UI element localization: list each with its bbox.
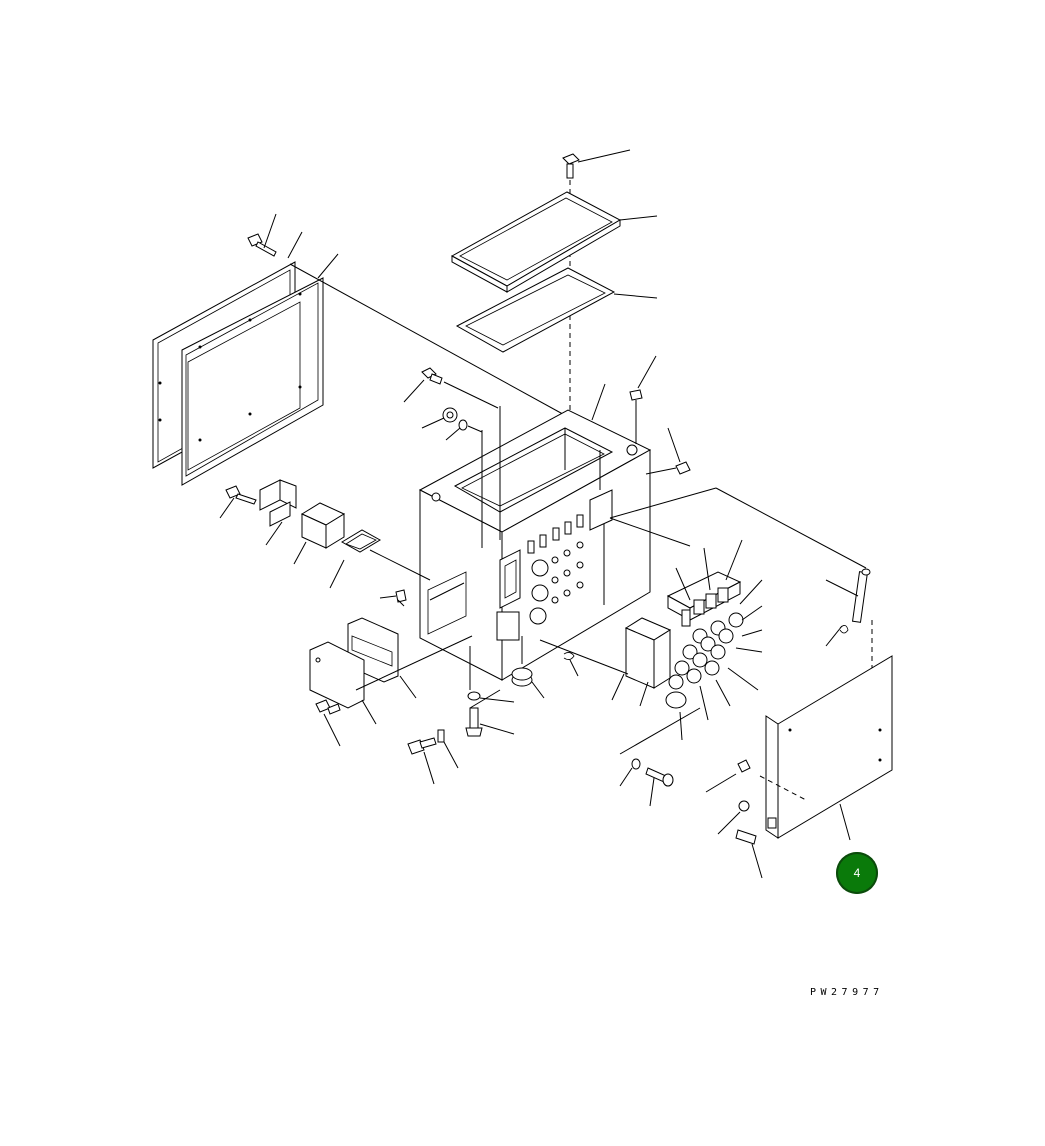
nut (442, 407, 458, 423)
bottom-cover-plate (309, 641, 365, 709)
callout-badge[interactable]: 4 (836, 852, 878, 894)
hinge-rod (851, 568, 871, 623)
mounting-bracket (259, 479, 297, 527)
bolt-a (407, 737, 437, 755)
plate-bolt (315, 699, 341, 715)
bracket-bolt (225, 485, 257, 505)
cable-grommet (511, 667, 533, 687)
spring-clip (839, 625, 849, 634)
grommet (395, 589, 407, 607)
controller-unit (624, 617, 672, 689)
control-box-body (418, 409, 652, 681)
latch-knob (738, 800, 750, 812)
mount-pin (675, 461, 691, 475)
bolt-b (465, 707, 483, 737)
washer (458, 419, 468, 431)
terminal-connectors (668, 612, 744, 690)
bolt-c (645, 767, 674, 787)
relay-plug (665, 691, 687, 709)
top-cover-plate (450, 191, 622, 293)
stud-bolt (421, 367, 443, 385)
door-handle (735, 829, 757, 845)
top-gasket (455, 267, 616, 353)
wire-clip (563, 652, 575, 660)
rubber-seal (341, 529, 381, 553)
enclosure-door (765, 655, 893, 839)
connector-block (666, 571, 742, 627)
drawing-number: PW27977 (810, 987, 884, 998)
washer-b (467, 691, 481, 701)
cover-bolt (247, 233, 277, 257)
left-cover-plate (158, 277, 324, 486)
lock-washer (437, 729, 445, 743)
top-nut (629, 389, 643, 401)
top-screw (562, 153, 580, 179)
washer-c (631, 758, 641, 770)
door-latch (737, 759, 751, 773)
relay-unit (300, 502, 346, 549)
